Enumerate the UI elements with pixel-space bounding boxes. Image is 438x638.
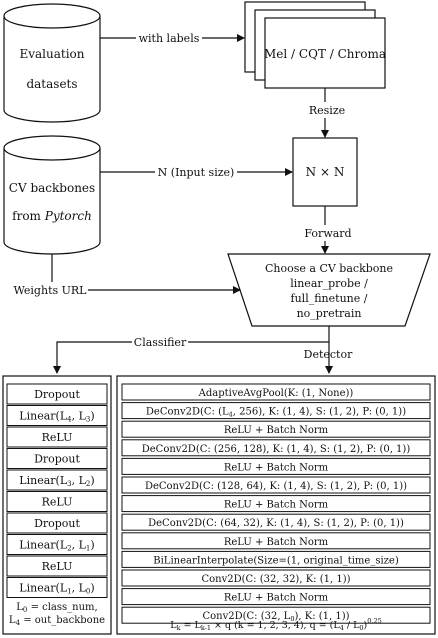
detector-layer-box bbox=[121, 476, 431, 494]
detector-layer-label: ReLU + Batch Norm bbox=[224, 462, 329, 473]
cv-backbones-cylinder: CV backbones from Pytorch bbox=[3, 135, 101, 255]
classifier-note-1: L0 = class_num, bbox=[16, 602, 97, 614]
detector-formula: Lk = Lk-1 × q (k = 1, 2, 3, 4), q = (L4 … bbox=[170, 617, 381, 632]
classifier-layer-box bbox=[6, 383, 108, 405]
detector-layer-box bbox=[121, 588, 431, 606]
detector-layer-label: AdaptiveAvgPool(K: (1, None)) bbox=[198, 388, 354, 399]
evaluation-datasets-cylinder: Evaluation datasets bbox=[3, 3, 101, 123]
detector-stack: AdaptiveAvgPool(K: (1, None)) DeConv2D(C:… bbox=[116, 375, 436, 635]
chooser-line1: Choose a CV backbone bbox=[265, 262, 393, 275]
chooser-line3: full_finetune / bbox=[291, 292, 368, 305]
classifier-layer-box bbox=[6, 469, 108, 491]
detector-layer-list: AdaptiveAvgPool(K: (1, None)) DeConv2D(C:… bbox=[121, 383, 431, 624]
detector-layer-label: ReLU + Batch Norm bbox=[224, 425, 329, 436]
backbone-chooser: Choose a CV backbone linear_probe / full… bbox=[227, 253, 431, 327]
spectrogram-label: Mel / CQT / Chroma bbox=[264, 47, 386, 61]
classifier-layer-label: Linear(L2, L1) bbox=[19, 539, 94, 553]
chooser-line4: no_pretrain bbox=[297, 307, 362, 320]
detector-layer-label: ReLU + Batch Norm bbox=[224, 593, 329, 604]
detector-layer-label: ReLU + Batch Norm bbox=[224, 500, 329, 511]
detector-layer-box bbox=[121, 439, 431, 457]
detector-layer-box bbox=[121, 513, 431, 531]
detector-layer-label: DeConv2D(C: (256, 128), K: (1, 4), S: (1… bbox=[142, 444, 411, 455]
detector-label: Detector bbox=[304, 348, 353, 361]
detector-layer-box bbox=[121, 457, 431, 475]
classifier-layer-box bbox=[6, 534, 108, 555]
edge-classifier bbox=[53, 341, 329, 374]
edges: with labels Resize N (Input size) Forwar… bbox=[14, 30, 353, 374]
nxn-box: N × N bbox=[292, 137, 358, 207]
classifier-layer-label: ReLU bbox=[42, 560, 73, 573]
classifier-layer-label: Linear(L3, L2) bbox=[19, 474, 94, 488]
backbones-label-line2: from Pytorch bbox=[12, 209, 92, 223]
classifier-layer-box bbox=[6, 491, 108, 512]
classifier-note-2: L4 = out_backbone bbox=[9, 615, 105, 627]
detector-layer-label: BiLinearInterpolate(Size=(1, original_ti… bbox=[153, 555, 399, 566]
detector-layer-label: ReLU + Batch Norm bbox=[224, 537, 329, 548]
classifier-layer-box bbox=[6, 577, 108, 598]
detector-layer-box bbox=[121, 532, 431, 550]
classifier-layer-box bbox=[6, 512, 108, 534]
detector-layer-box bbox=[121, 420, 431, 438]
detector-layer-label: Conv2D(C: (32, L0), K: (1, 1)) bbox=[202, 611, 349, 623]
classifier-layer-label: ReLU bbox=[42, 431, 73, 444]
detector-layer-label: DeConv2D(C: (64, 32), K: (1, 4), S: (1, … bbox=[148, 518, 404, 529]
weights-url-label: Weights URL bbox=[14, 284, 88, 297]
detector-layer-label: DeConv2D(C: (128, 64), K: (1, 4), S: (1,… bbox=[145, 481, 407, 492]
datasets-label-line1: Evaluation bbox=[19, 47, 84, 61]
detector-layer-box bbox=[121, 383, 431, 401]
classifier-layer-label: Dropout bbox=[34, 453, 80, 466]
detector-layer-label: DeConv2D(C: (L4, 256), K: (1, 4), S: (1,… bbox=[146, 407, 406, 419]
classifier-layer-box bbox=[6, 426, 108, 448]
input-size-label: N (Input size) bbox=[158, 166, 235, 179]
classifier-layer-label: Linear(L4, L3) bbox=[19, 410, 94, 424]
nxn-label: N × N bbox=[306, 165, 345, 179]
detector-layer-box bbox=[121, 550, 431, 568]
classifier-layer-box bbox=[6, 555, 108, 577]
classifier-layer-label: ReLU bbox=[42, 496, 73, 509]
detector-layer-box bbox=[121, 402, 431, 420]
detector-layer-label: Conv2D(C: (32, 32), K: (1, 1)) bbox=[201, 574, 350, 585]
forward-label: Forward bbox=[304, 227, 351, 240]
with-labels-label: with labels bbox=[139, 32, 200, 45]
detector-layer-box bbox=[121, 495, 431, 513]
classifier-layer-label: Dropout bbox=[34, 388, 80, 401]
classifier-layer-label: Dropout bbox=[34, 517, 80, 530]
spectrogram-stack: Mel / CQT / Chroma bbox=[244, 1, 386, 89]
detector-layer-box bbox=[121, 569, 431, 587]
classifier-layer-box bbox=[6, 448, 108, 469]
classifier-layer-box bbox=[6, 405, 108, 426]
detector-layer-box bbox=[121, 606, 431, 624]
datasets-label-line2: datasets bbox=[26, 77, 77, 91]
resize-label: Resize bbox=[309, 104, 345, 117]
classifier-label: Classifier bbox=[134, 336, 187, 349]
chooser-line2: linear_probe / bbox=[290, 277, 368, 290]
backbones-label-line1: CV backbones bbox=[9, 181, 95, 195]
classifier-layer-label: Linear(L1, L0) bbox=[19, 582, 94, 596]
